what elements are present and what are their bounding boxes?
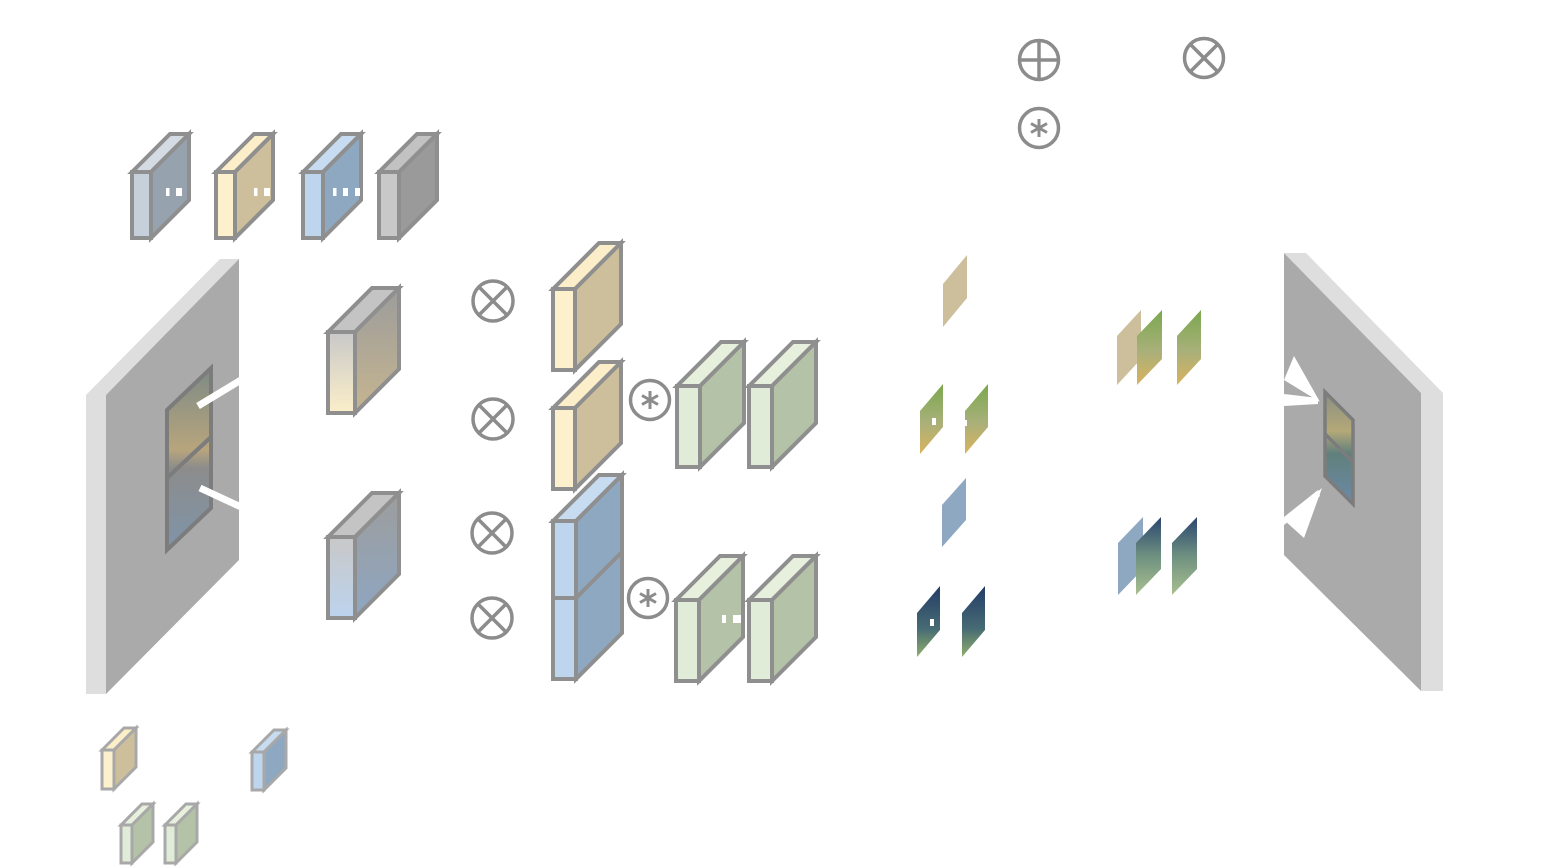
output-arrows xyxy=(1284,356,1322,538)
navy-slice xyxy=(1136,517,1161,595)
green-filter-block xyxy=(744,337,821,472)
tan-block xyxy=(211,129,278,243)
multiply-operator-icon xyxy=(1182,36,1226,80)
arrow-icon xyxy=(1284,356,1320,406)
tan-weighted-block xyxy=(548,357,626,494)
ellipsis-icon xyxy=(166,188,373,196)
green-filter-block xyxy=(672,337,749,472)
blue-weighted-block xyxy=(548,470,627,607)
top-block-row xyxy=(127,129,442,243)
convolution-operator-icon xyxy=(628,378,672,422)
slate-block xyxy=(127,129,194,243)
arrow-icon xyxy=(1284,488,1322,538)
green-slice xyxy=(1177,310,1201,385)
ellipsis-icon xyxy=(722,615,741,623)
tan-weighted-block xyxy=(548,238,626,375)
bottom-legend-blocks xyxy=(98,724,290,867)
green-block xyxy=(117,800,157,867)
blue-block xyxy=(248,726,290,794)
ellipsis-icon xyxy=(930,418,967,626)
multiply-operators xyxy=(470,279,515,640)
aggregated-slices xyxy=(1117,310,1201,595)
convolution-operator-icon xyxy=(626,576,670,620)
output-window xyxy=(1323,387,1355,509)
multiply-operator-icon xyxy=(470,511,514,555)
green-block xyxy=(161,800,201,867)
green-filter-block xyxy=(744,551,821,686)
multiply-operator-icon xyxy=(470,596,514,640)
navy-slice xyxy=(962,586,985,657)
convolution-operator-icon xyxy=(1017,106,1061,150)
convolution-operators xyxy=(626,378,672,620)
multiply-operator-icon xyxy=(471,279,515,323)
green-slice xyxy=(965,384,988,454)
green-filter-blocks xyxy=(671,337,821,686)
input-feature-map xyxy=(86,259,239,694)
tan-block xyxy=(98,724,140,793)
blue-slice xyxy=(942,478,966,547)
gray-block xyxy=(374,129,442,243)
window-connectors xyxy=(196,377,243,511)
legend xyxy=(1017,36,1226,150)
multiply-operator-icon xyxy=(471,397,515,441)
navy-slice xyxy=(917,586,940,657)
green-slice xyxy=(920,384,943,454)
blue-block xyxy=(298,129,366,243)
weighted-blocks xyxy=(548,238,627,684)
key-projection-block xyxy=(323,488,404,623)
green-slice xyxy=(1137,310,1162,385)
green-filter-block xyxy=(671,551,748,686)
output-feature-map xyxy=(1284,253,1443,691)
navy-slice xyxy=(1172,517,1197,595)
blue-weighted-block xyxy=(551,547,624,684)
tan-slice xyxy=(1117,310,1141,385)
query-projection-block xyxy=(323,283,404,418)
tan-slice xyxy=(943,255,967,327)
add-operator-icon xyxy=(1017,38,1061,82)
projection-blocks xyxy=(323,283,404,623)
input-window xyxy=(165,363,213,555)
attention-slices xyxy=(917,255,988,657)
